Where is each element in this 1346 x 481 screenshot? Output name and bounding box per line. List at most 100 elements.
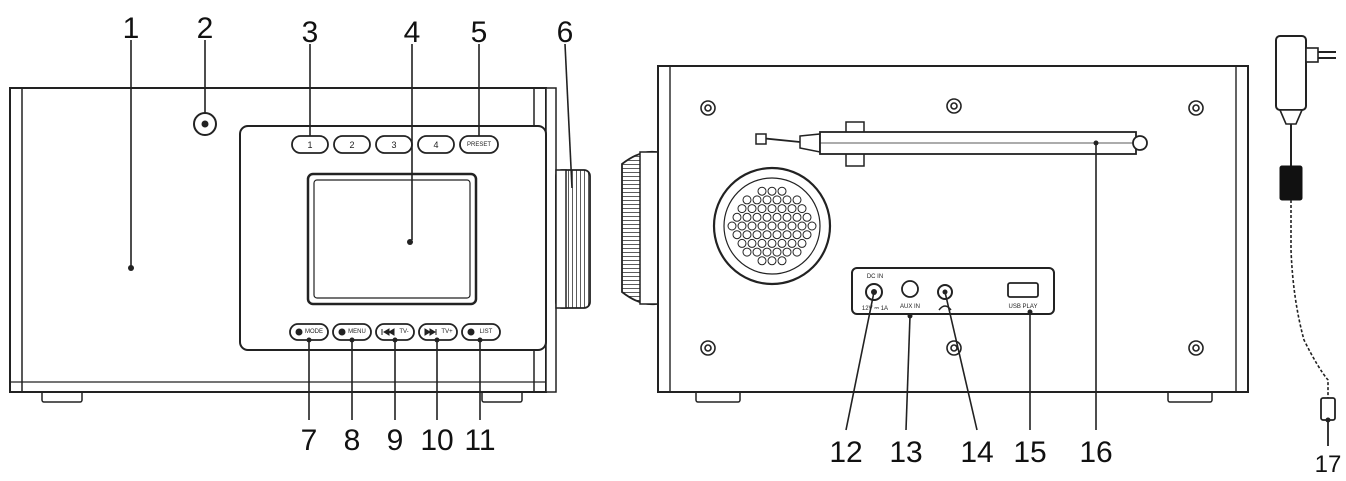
speaker-hole: [802, 212, 812, 222]
speaker-hole: [742, 212, 752, 222]
menu-button: MENU: [332, 323, 372, 341]
speaker-hole: [752, 212, 762, 222]
callout-13: 13: [889, 436, 922, 469]
speaker-hole: [797, 221, 807, 231]
speaker-hole: [762, 195, 772, 205]
preset-button-1-label: 1: [307, 140, 312, 150]
speaker-hole: [752, 247, 762, 257]
speaker-hole: [782, 212, 792, 222]
speaker-hole: [792, 247, 802, 257]
callout-9: 9: [387, 424, 404, 457]
preset-button-2-label: 2: [349, 140, 354, 150]
front-bottom-buttons: MODE MENU TV- TV+ LIST: [289, 323, 501, 341]
menu-button-label: MENU: [348, 329, 366, 335]
speaker-hole: [752, 195, 762, 205]
list-button: LIST: [461, 323, 501, 341]
speaker-hole: [772, 230, 782, 240]
skip-forward-icon: [424, 328, 437, 336]
speaker-hole: [737, 221, 747, 231]
list-button-label: LIST: [480, 329, 493, 335]
speaker-hole: [782, 247, 792, 257]
front-top-buttons: 1 2 3 4 PRESET: [291, 135, 499, 154]
ferrite-core: [1279, 165, 1303, 201]
mode-button-label: MODE: [305, 329, 323, 335]
speaker-hole: [737, 238, 747, 248]
speaker-hole: [777, 204, 787, 214]
speaker-hole: [797, 238, 807, 248]
skip-back-icon: [381, 328, 395, 336]
preset-button-1: 1: [291, 135, 329, 154]
power-adapter: [1275, 35, 1336, 446]
aux-in-jack: [901, 280, 919, 298]
speaker-hole: [762, 230, 772, 240]
speaker-hole: [772, 212, 782, 222]
callout-11: 11: [464, 424, 495, 457]
speaker-hole: [777, 186, 787, 196]
callout-6: 6: [557, 16, 574, 49]
preset-button-4-label: 4: [433, 140, 438, 150]
speaker-hole: [777, 238, 787, 248]
speaker-hole: [792, 212, 802, 222]
callout-7: 7: [301, 424, 318, 457]
usb-port: [1007, 282, 1039, 298]
speaker-hole: [742, 247, 752, 257]
callout-8: 8: [344, 424, 361, 457]
speaker-hole: [757, 186, 767, 196]
dc-rating-label: 12V ⎓ 1A: [862, 306, 888, 312]
callout-16: 16: [1079, 436, 1112, 469]
speaker-hole: [787, 221, 797, 231]
speaker-hole: [752, 230, 762, 240]
speaker-hole: [792, 230, 802, 240]
speaker-hole: [767, 186, 777, 196]
preset-button-label: PRESET: [467, 142, 491, 148]
front-view: [9, 87, 591, 403]
speaker-hole: [792, 195, 802, 205]
speaker-hole: [772, 195, 782, 205]
dc-in-label: DC IN: [867, 274, 883, 280]
headphone-icon: [938, 305, 952, 311]
rear-view: [621, 65, 1249, 403]
callout-4: 4: [404, 16, 421, 49]
usb-play-label: USB PLAY: [1009, 304, 1038, 310]
speaker-hole: [732, 230, 742, 240]
preset-button-2: 2: [333, 135, 371, 154]
callout-10: 10: [420, 424, 453, 457]
dc-plug: [1320, 397, 1336, 421]
speaker-hole: [767, 238, 777, 248]
speaker-hole: [747, 238, 757, 248]
next-button-label: TV+: [441, 329, 453, 335]
speaker-holes: [727, 186, 817, 266]
speaker-hole: [797, 204, 807, 214]
rear-leader-dots: [907, 309, 1033, 319]
preset-button-3: 3: [375, 135, 413, 154]
aux-in-label: AUX IN: [900, 304, 920, 310]
speaker-hole: [782, 230, 792, 240]
speaker-hole: [777, 221, 787, 231]
speaker-hole: [742, 230, 752, 240]
prev-button-label: TV-: [399, 329, 408, 335]
speaker-hole: [757, 256, 767, 266]
speaker-hole: [782, 195, 792, 205]
speaker-hole: [742, 195, 752, 205]
speaker-hole: [757, 204, 767, 214]
front-leader-dots: [306, 337, 483, 343]
speaker-hole: [762, 247, 772, 257]
info-icon: [338, 328, 346, 336]
body-point-1: [128, 265, 134, 271]
speaker-hole: [787, 238, 797, 248]
speaker-hole: [772, 247, 782, 257]
speaker-hole: [737, 204, 747, 214]
speaker-hole: [727, 221, 737, 231]
speaker-hole: [747, 221, 757, 231]
power-icon: [295, 328, 303, 336]
front-leader-lines: [130, 40, 573, 420]
speaker-hole: [767, 221, 777, 231]
antenna: [755, 121, 1148, 167]
speaker-hole: [802, 230, 812, 240]
speaker-hole: [757, 221, 767, 231]
preset-button-3-label: 3: [391, 140, 396, 150]
callout-1: 1: [123, 12, 140, 45]
preset-button-4: 4: [417, 135, 455, 154]
callout-2: 2: [197, 12, 214, 45]
